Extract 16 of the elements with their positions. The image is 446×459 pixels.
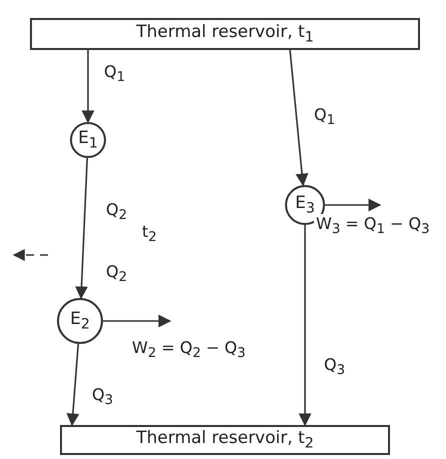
engine-circle	[70, 122, 106, 158]
node-label: E$_{2}$	[70, 309, 90, 333]
arrow	[325, 198, 382, 212]
node-label: E$_{3}$	[295, 193, 315, 217]
arrow	[75, 158, 88, 300]
arrow	[298, 225, 312, 426]
engine-circle	[57, 298, 103, 344]
node-label: E$_{1}$	[78, 128, 98, 152]
arrow	[289, 50, 308, 186]
reservoir-box	[30, 18, 420, 50]
node-label: Thermal reservoir, t$_{1}$	[136, 22, 314, 46]
arrow	[103, 314, 172, 328]
arrow	[66, 344, 80, 426]
reservoir-box	[60, 425, 390, 455]
arrow	[82, 50, 94, 124]
node-label: Thermal reservoir, t$_{2}$	[136, 428, 314, 452]
